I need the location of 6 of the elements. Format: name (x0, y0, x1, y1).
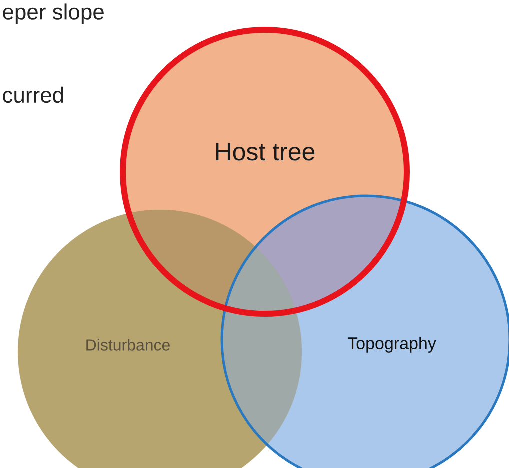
circle-label: Disturbance (86, 339, 170, 351)
circle-label: Host tree (216, 143, 315, 161)
venn-circle (120, 27, 410, 317)
circle-label: Topography (348, 337, 436, 353)
note-text: curred (3, 86, 64, 104)
note-text: eper slope (3, 4, 104, 24)
